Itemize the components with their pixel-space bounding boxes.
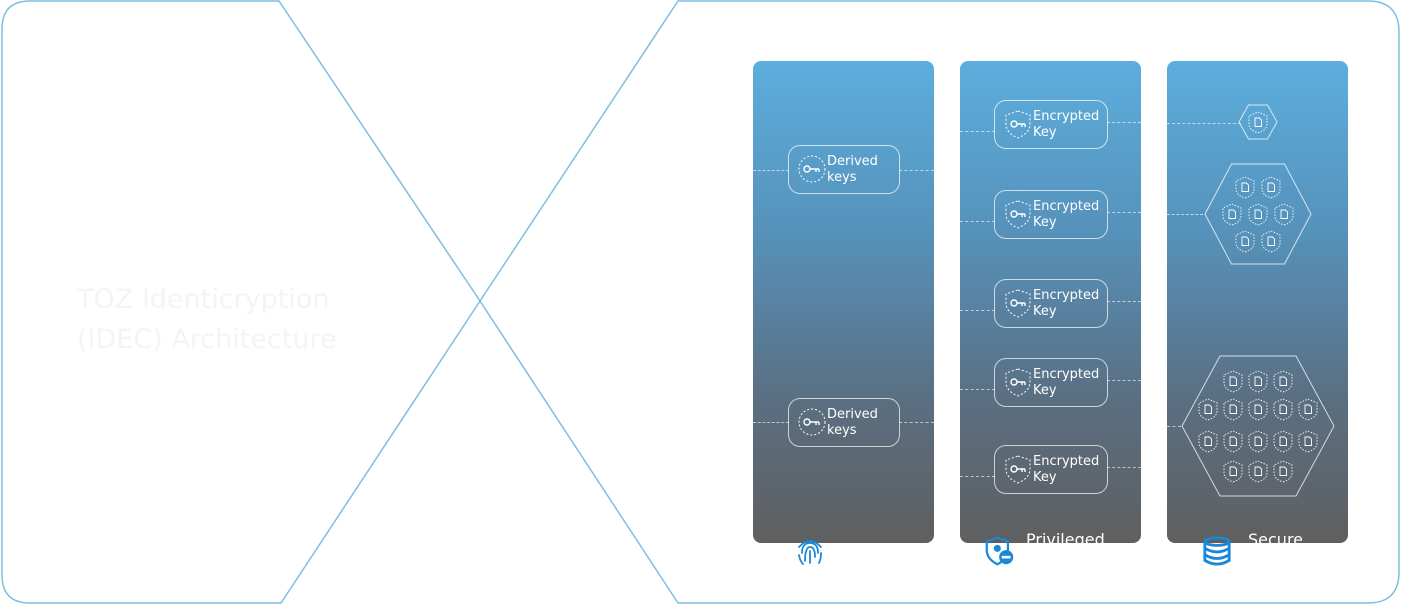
fingerprint-icon [798, 540, 822, 565]
title-line-1: TOZ Identicryption [77, 284, 330, 315]
document-shield-icon [1273, 460, 1293, 483]
document-shield-icon [1222, 203, 1242, 226]
connector-line [1167, 123, 1241, 124]
connector-line [960, 476, 995, 477]
document-shield-icon [1273, 430, 1293, 453]
connector-line [753, 170, 789, 171]
document-shield-icon [1248, 430, 1268, 453]
key-shield-icon [1005, 368, 1031, 397]
connector-line [1167, 214, 1203, 215]
document-shield-icon [1235, 176, 1255, 199]
key-shield-icon [798, 408, 826, 436]
column-privileged-caption: Privileged [1026, 530, 1105, 549]
connector-line [753, 422, 789, 423]
key-shield-icon [1005, 455, 1031, 484]
shield-user-minus-icon [985, 536, 1014, 566]
title-line-2: (IDEC) Architecture [77, 324, 337, 355]
document-shield-icon [1248, 370, 1268, 393]
architecture-title: TOZ Identicryption (IDEC) Architecture [77, 280, 407, 360]
connector-line [960, 310, 995, 311]
document-shield-icon [1273, 398, 1293, 421]
connector-line [960, 389, 995, 390]
document-shield-icon [1248, 398, 1268, 421]
hexagon-outline [1204, 163, 1312, 265]
connector-line [1107, 301, 1141, 302]
hexagon-outline [1238, 104, 1278, 140]
key-shield-icon [1005, 289, 1031, 318]
secure-hex-group-1 [1238, 104, 1278, 140]
key-shield-icon [1005, 110, 1031, 139]
document-shield-icon [1298, 398, 1318, 421]
key-shield-icon [798, 155, 826, 183]
connector-line [1107, 212, 1141, 213]
connector-line [1107, 467, 1141, 468]
document-shield-icon [1298, 430, 1318, 453]
connector-line [1167, 426, 1181, 427]
document-shield-icon [1261, 230, 1281, 253]
connector-line [960, 131, 995, 132]
secure-hex-group-3 [1181, 355, 1335, 497]
hexagon-outline [1181, 355, 1335, 497]
connector-line [960, 221, 995, 222]
secure-hex-group-2 [1204, 163, 1312, 265]
connector-line [1107, 380, 1141, 381]
document-shield-icon [1223, 460, 1243, 483]
connector-line [899, 422, 934, 423]
document-shield-icon [1273, 370, 1293, 393]
document-shield-icon [1198, 398, 1218, 421]
database-icon [1203, 536, 1231, 566]
secure-hexagon-groups [1181, 104, 1335, 497]
document-shield-icon [1223, 370, 1243, 393]
document-shield-icon [1261, 176, 1281, 199]
connector-line [899, 170, 934, 171]
document-shield-icon [1248, 203, 1268, 226]
key-shield-icon [1005, 200, 1031, 229]
document-shield-icon [1274, 203, 1294, 226]
column-secure [1167, 61, 1348, 543]
connector-line [1107, 122, 1141, 123]
document-shield-icon [1248, 111, 1268, 134]
document-shield-icon [1248, 460, 1268, 483]
document-shield-icon [1223, 430, 1243, 453]
column-secure-caption: Secure [1248, 530, 1304, 549]
document-shield-icon [1198, 430, 1218, 453]
left-hexagon-outline [1, 0, 481, 604]
right-hexagon-outline [479, 0, 1400, 604]
document-shield-icon [1235, 230, 1255, 253]
document-shield-icon [1223, 398, 1243, 421]
